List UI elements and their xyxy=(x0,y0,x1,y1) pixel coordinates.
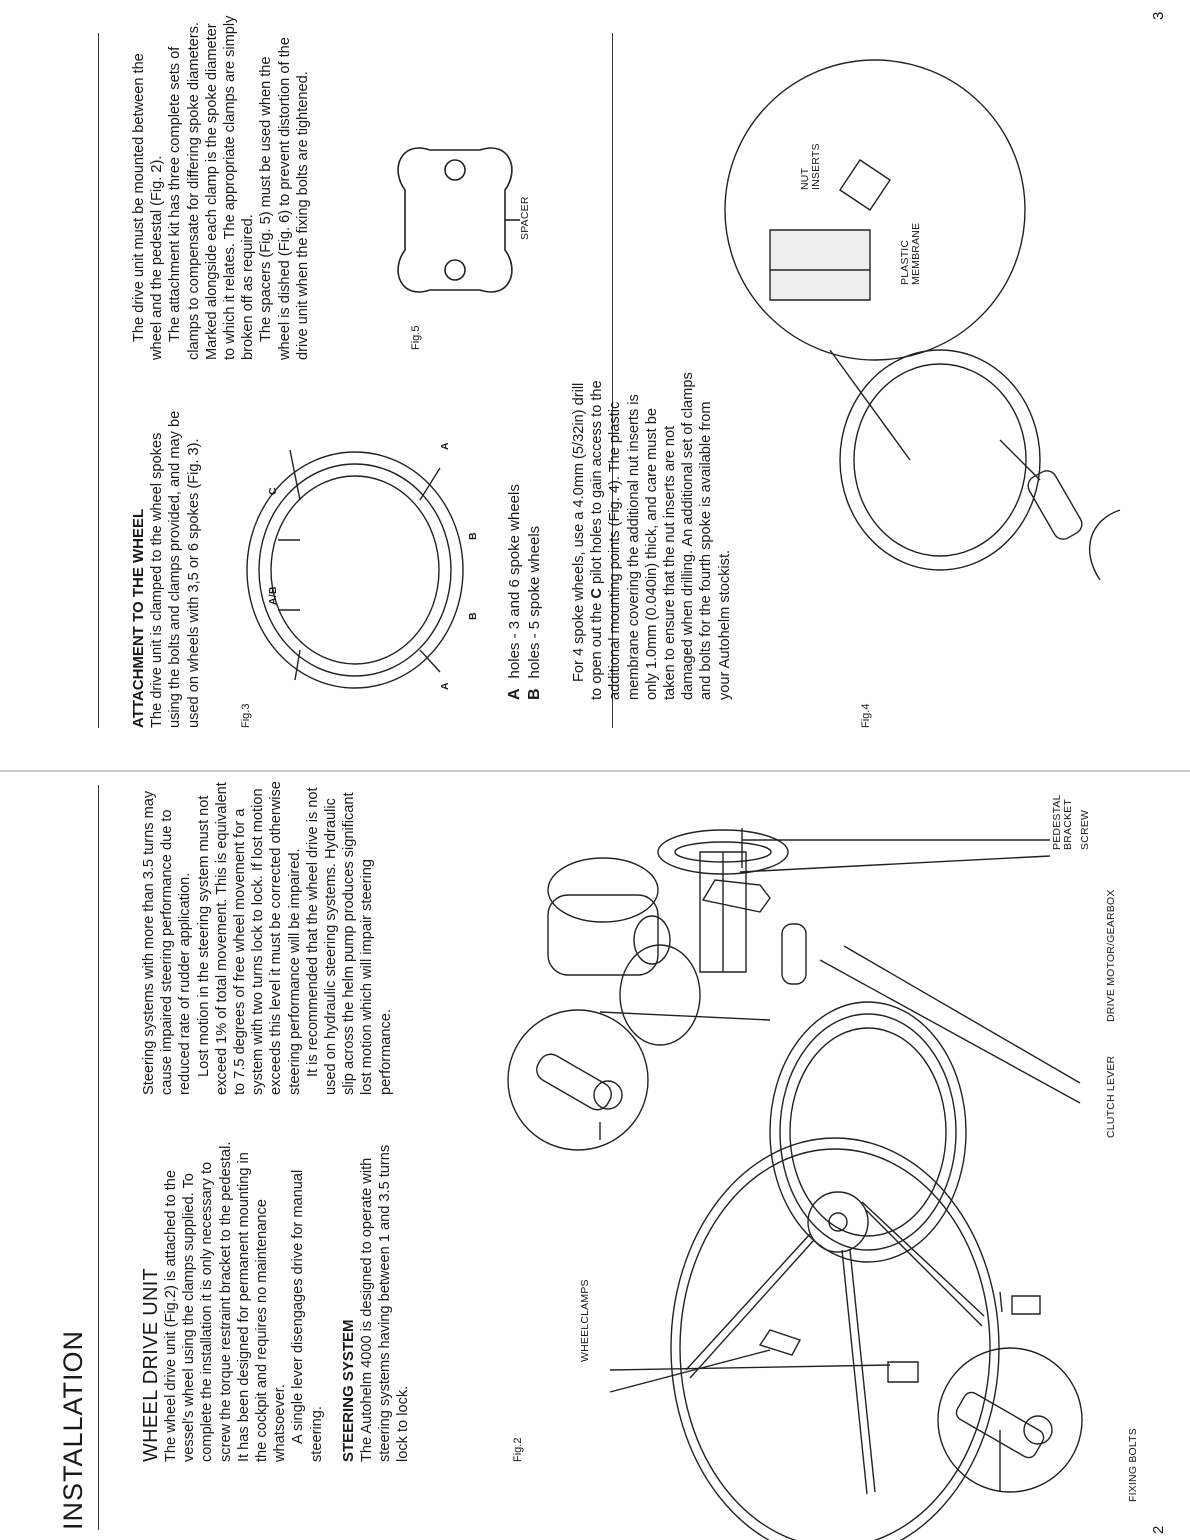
spacer-label: SPACER xyxy=(519,196,531,240)
screw-detail xyxy=(508,1010,648,1150)
ring-detail xyxy=(840,350,1040,570)
drive-motor xyxy=(782,924,806,984)
nut-insert-detail xyxy=(725,60,1025,360)
fig2-wheel-drive-diagram xyxy=(0,770,1190,1540)
wheel-clamp xyxy=(760,1330,800,1355)
drive-ring xyxy=(770,1002,966,1262)
pedestal-bracket xyxy=(703,880,770,912)
drive-ring-outline xyxy=(247,452,463,688)
steering-wheel-rim xyxy=(671,1138,999,1540)
pedestal-base xyxy=(658,830,788,874)
wheel-hub xyxy=(808,1192,868,1252)
bolt-detail xyxy=(938,1348,1082,1492)
page-number-right: 3 xyxy=(1150,11,1167,20)
spacer-shape xyxy=(398,148,512,292)
